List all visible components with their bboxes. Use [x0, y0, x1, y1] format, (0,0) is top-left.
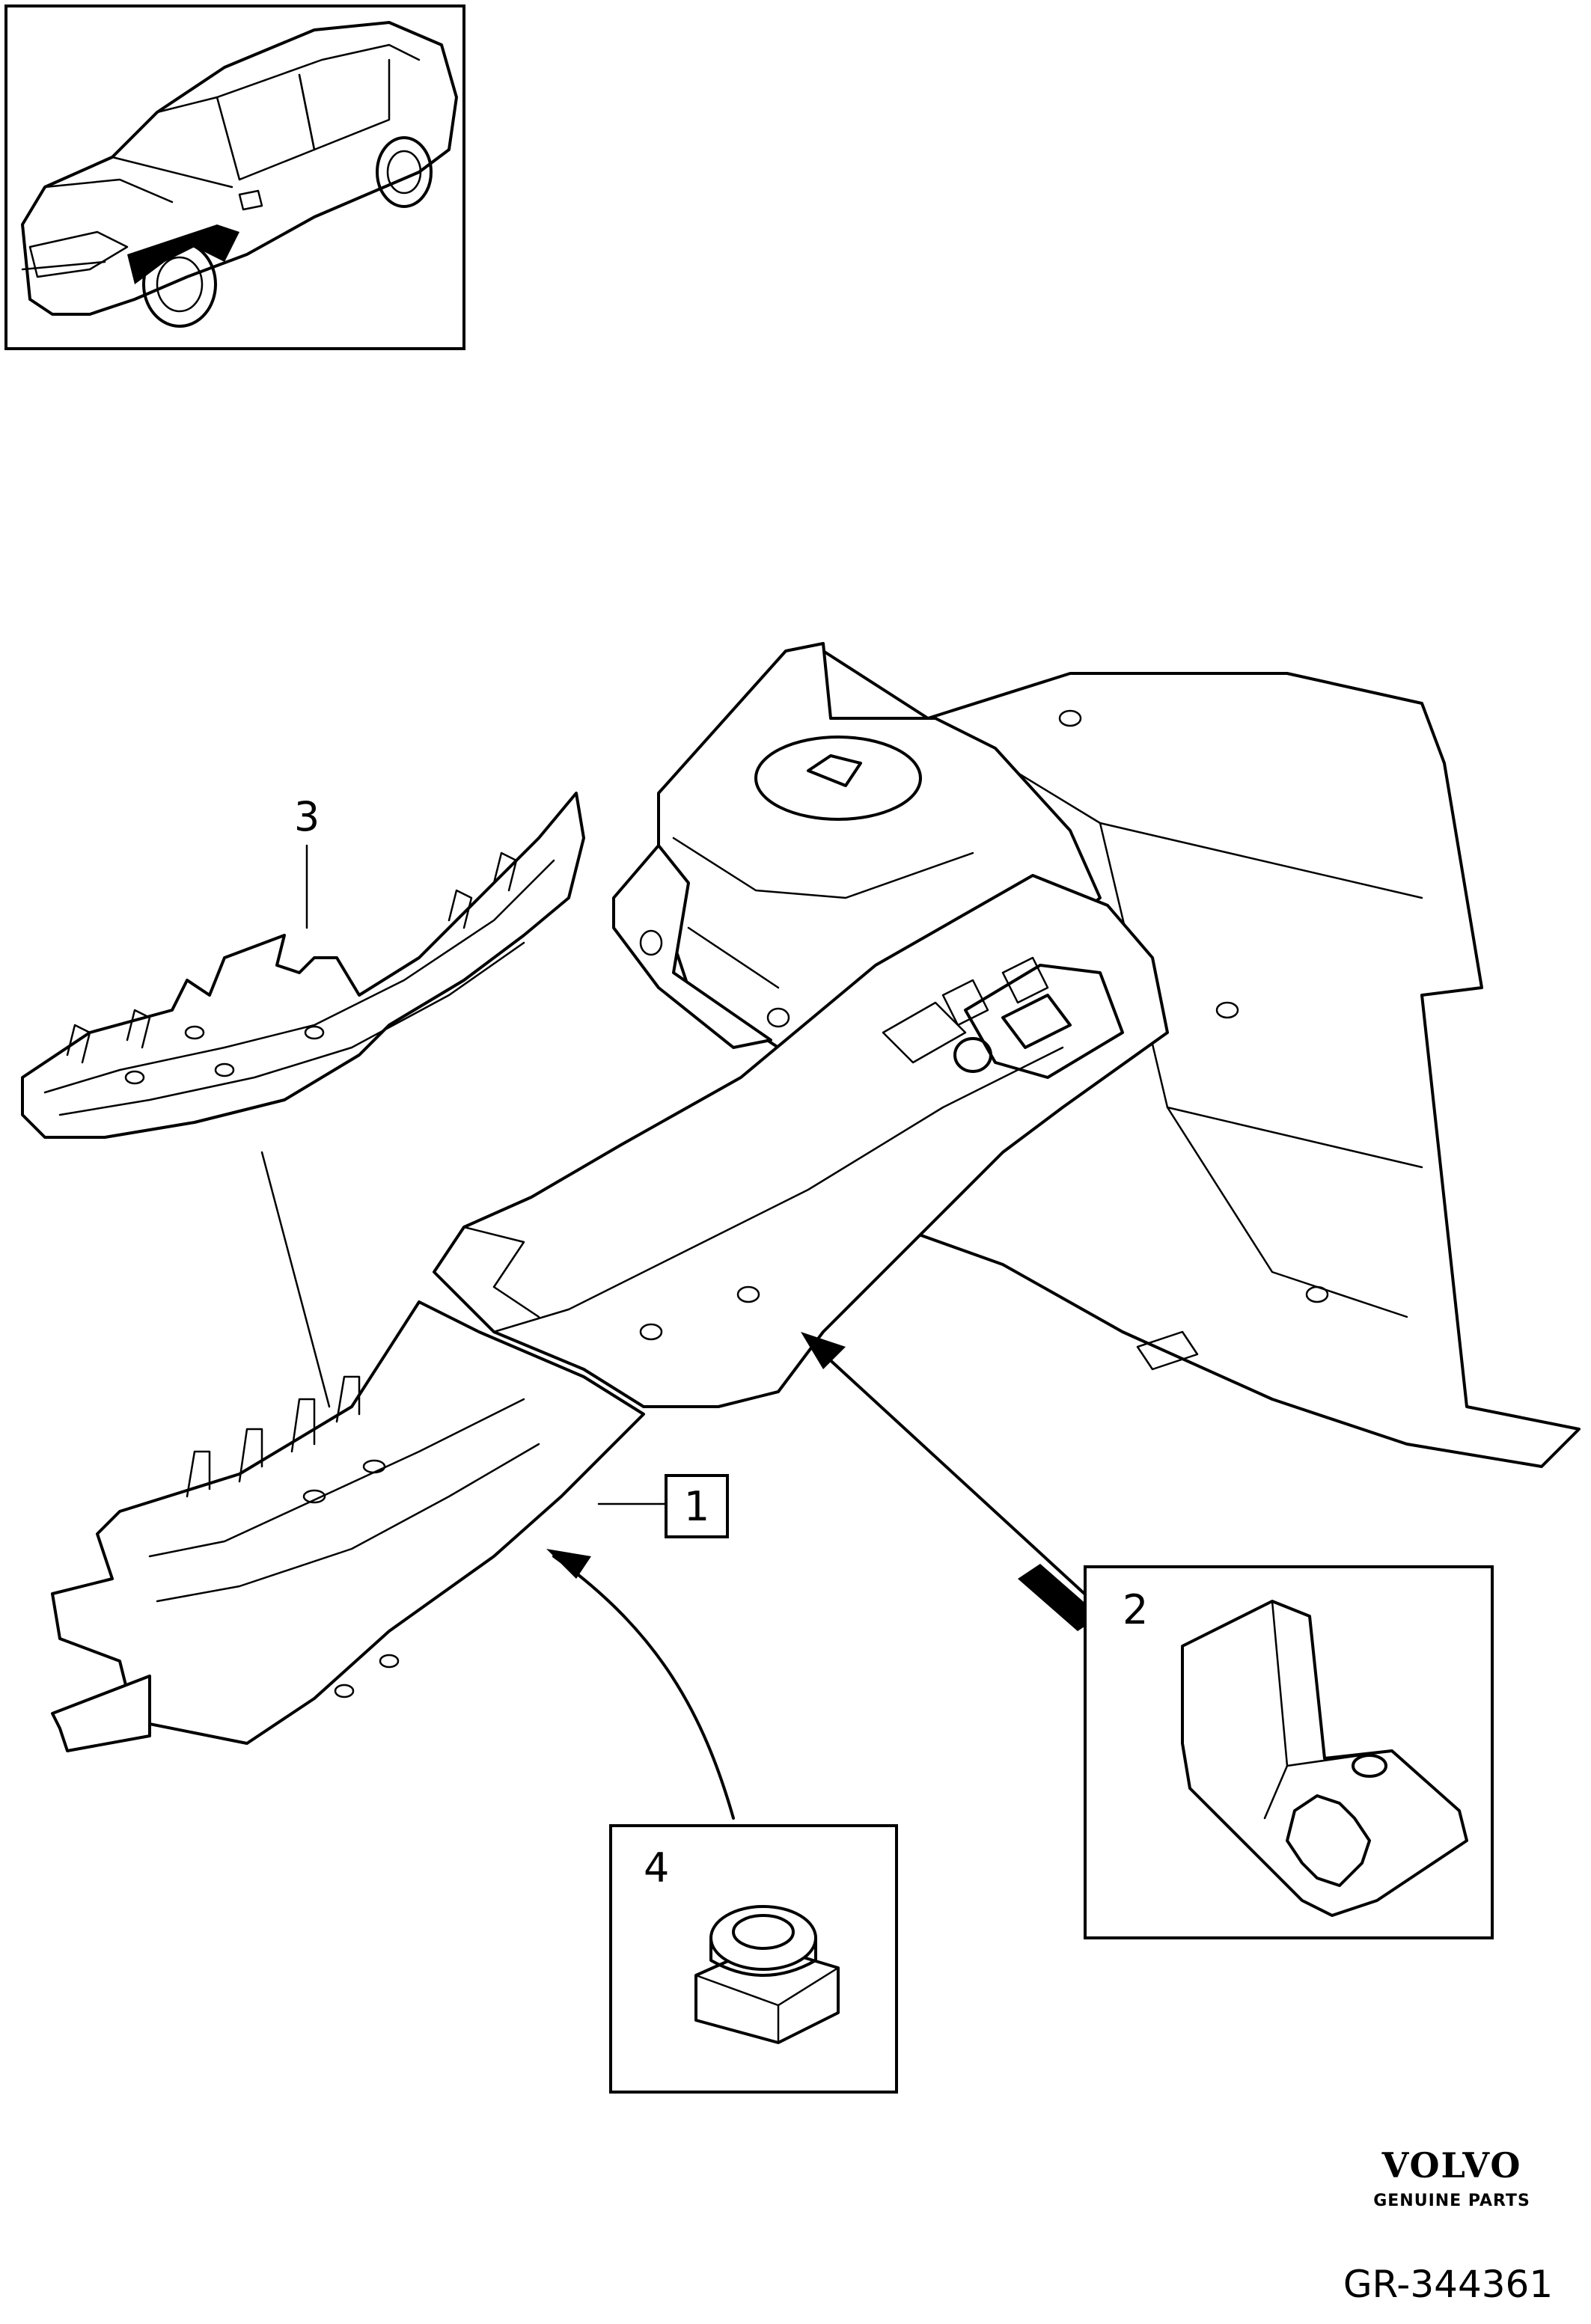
arrow-to-part-4: [546, 1549, 735, 1820]
diagram-reference: GR-344361: [1343, 2263, 1553, 2306]
car-overview-thumbnail: [4, 4, 465, 350]
detail-box-4: 4: [609, 1824, 898, 2094]
part-3-panel: [21, 792, 585, 1139]
bracket-part-2: [1181, 1600, 1468, 1917]
brand-tagline: GENUINE PARTS: [1373, 2192, 1530, 2210]
detail-box-2: 2: [1084, 1565, 1494, 1939]
callout-2-label: 2: [1123, 1586, 1148, 1633]
brand-logo-text: VOLVO: [1381, 2145, 1522, 2186]
brand-block: VOLVO GENUINE PARTS GR-344361: [1343, 2145, 1553, 2306]
wheelhouse-assembly: [51, 642, 1581, 1752]
callout-3-label: 3: [294, 793, 320, 840]
callout-4-label: 4: [644, 1844, 669, 1892]
callout-1-box: 1: [665, 1474, 729, 1538]
highlight-wheelhouse-area: [127, 224, 239, 284]
cage-nut-part-4: [694, 1905, 840, 2044]
car-silhouette: [21, 21, 458, 328]
arrow-to-part-2: [801, 1332, 1100, 1631]
callout-1-label: 1: [684, 1483, 709, 1530]
leader-lines: [260, 844, 668, 1505]
